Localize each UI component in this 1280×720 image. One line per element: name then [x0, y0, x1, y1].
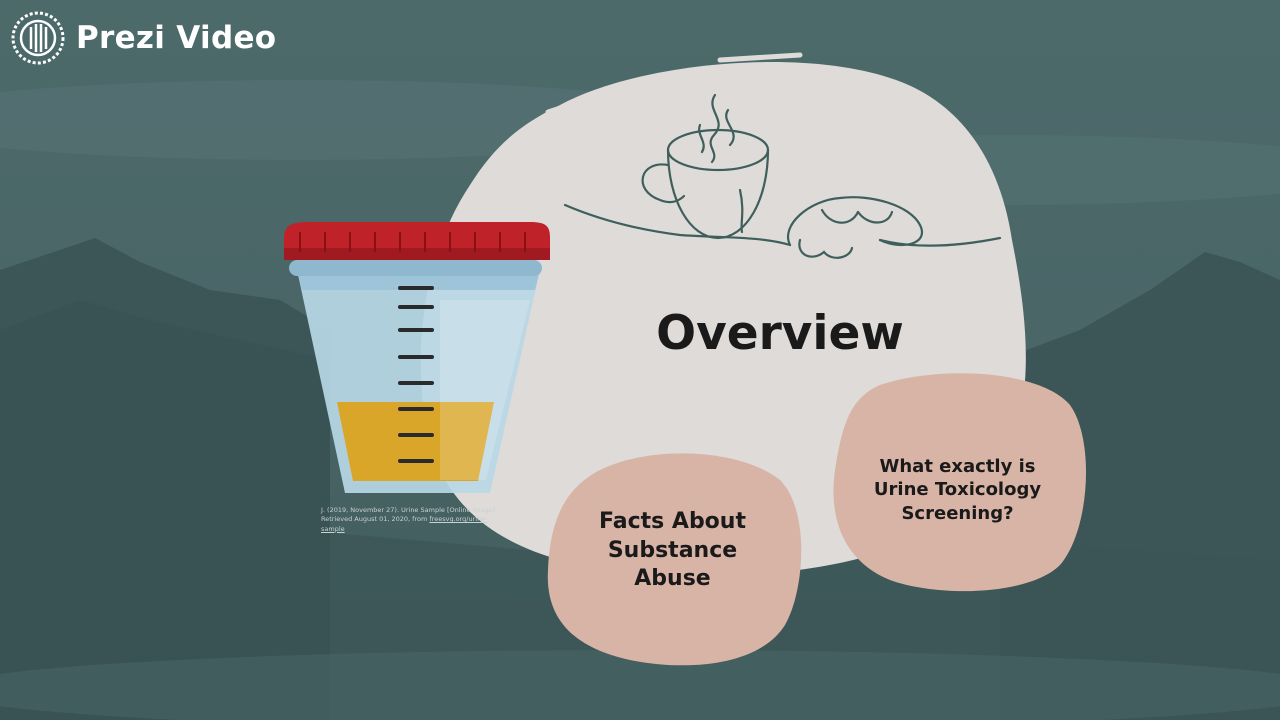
slide-title: Overview	[656, 306, 904, 361]
coffee-cup-illustration	[563, 93, 792, 247]
urine-sample-cup-illustration	[284, 222, 550, 493]
urine-screening-topic-blob	[833, 373, 1087, 592]
prezi-video-logo[interactable]: Prezi Video	[10, 10, 276, 66]
croissant-illustration	[787, 196, 1002, 259]
citation-link[interactable]: freesvg.org/urine-sample	[321, 515, 488, 533]
topic-urine-toxicology-screening[interactable]: What exactly is Urine Toxicology Screeni…	[873, 456, 1042, 524]
image-citation: J. (2019, November 27). Urine Sample [On…	[321, 506, 511, 534]
topic-facts-about-substance-abuse[interactable]: Facts About Substance Abuse	[599, 509, 746, 592]
citation-text: J. (2019, November 27). Urine Sample [On…	[321, 506, 498, 524]
brand-name: Prezi Video	[76, 20, 277, 56]
prezi-logo-icon	[11, 11, 65, 65]
facts-topic-blob	[547, 453, 802, 666]
